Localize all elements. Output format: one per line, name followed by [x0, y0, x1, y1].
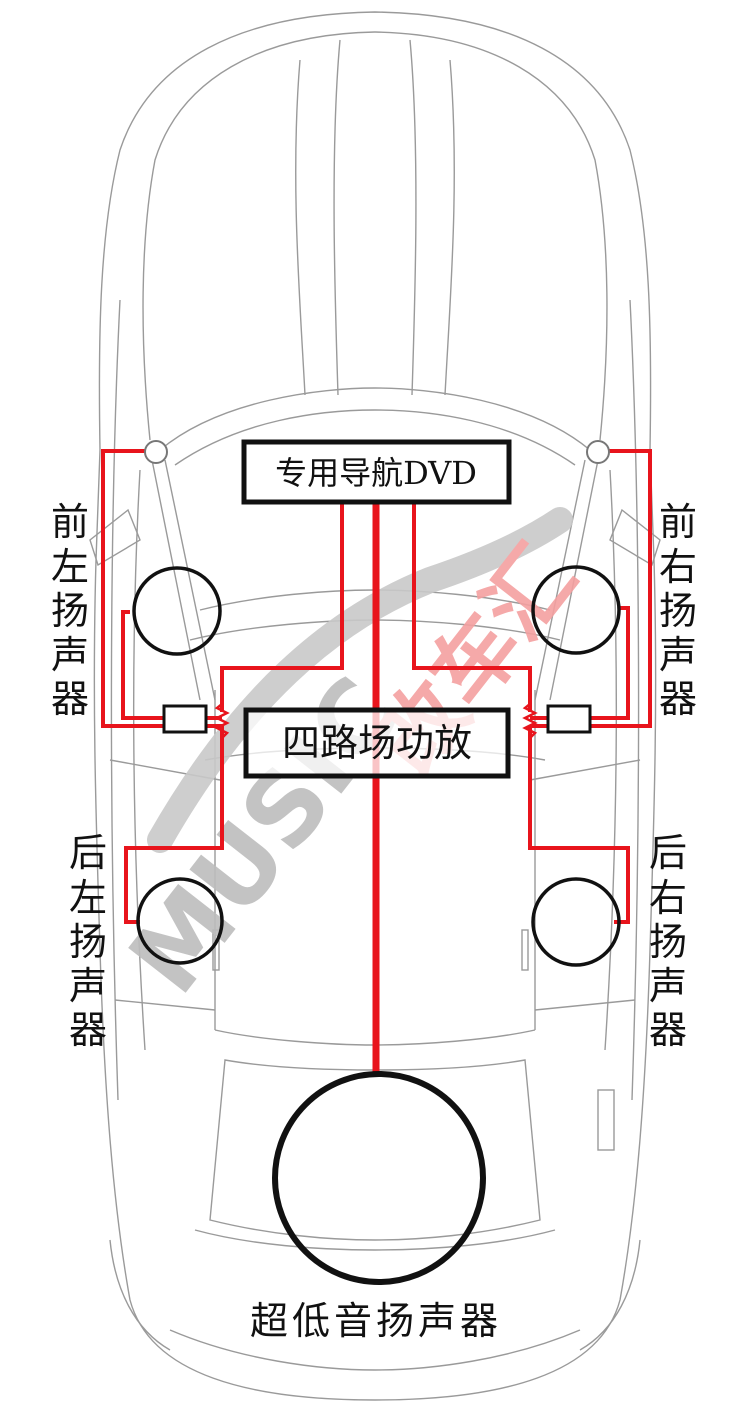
label-front-right: 前 右 扬 声 器: [659, 500, 697, 721]
label-front-left-char: 扬: [51, 589, 89, 633]
speaker-front-left: [132, 566, 222, 656]
label-front-right-char: 右: [659, 545, 697, 589]
zigzag-left: [214, 703, 230, 739]
label-rear-right-char: 后: [649, 831, 687, 875]
wiring: [101, 449, 652, 1074]
label-rear-right: 后 右 扬 声 器: [649, 831, 687, 1052]
label-front-right-char: 扬: [659, 589, 697, 633]
wire-head-to-amp-right: [412, 502, 532, 712]
label-rear-right-char: 扬: [649, 920, 687, 964]
wire-front-left-outer: [101, 449, 222, 728]
label-rear-left-char: 声: [69, 964, 107, 1008]
label-rear-left-char: 后: [69, 831, 107, 875]
crossover-left: [162, 704, 208, 734]
label-rear-left-char: 左: [69, 876, 107, 920]
speaker-rear-right: [531, 877, 621, 967]
speaker-front-right: [531, 565, 621, 655]
label-front-left-char: 前: [51, 500, 89, 544]
crossover-right: [546, 704, 592, 734]
amplifier-box: [243, 707, 511, 779]
label-rear-right-char: 右: [649, 876, 687, 920]
label-front-left-char: 声: [51, 633, 89, 677]
head-unit-box: [241, 439, 512, 505]
label-front-left-char: 左: [51, 545, 89, 589]
tweeter-right: [586, 440, 610, 464]
label-rear-left-char: 器: [69, 1008, 107, 1052]
watermark-swoosh: [147, 507, 573, 853]
zigzag-right: [522, 703, 538, 739]
label-front-right-char: 器: [659, 677, 697, 721]
subwoofer-speaker: [272, 1071, 486, 1285]
speaker-rear-left: [136, 877, 224, 965]
wire-head-to-amp-left: [220, 502, 344, 712]
wire-rear-right: [528, 726, 630, 924]
subwoofer-label: 超低音扬声器: [250, 1299, 502, 1343]
wire-rear-left: [124, 726, 224, 924]
label-front-right-char: 声: [659, 633, 697, 677]
tweeter-left: [144, 440, 168, 464]
head-unit-label: 专用导航DVD: [275, 454, 477, 492]
label-rear-right-char: 声: [649, 964, 687, 1008]
amplifier-label: 四路场功放: [282, 721, 472, 765]
label-rear-left-char: 扬: [69, 920, 107, 964]
label-rear-left: 后 左 扬 声 器: [69, 831, 107, 1052]
label-rear-right-char: 器: [649, 1008, 687, 1052]
label-front-left: 前 左 扬 声 器: [51, 500, 89, 721]
label-front-right-char: 前: [659, 500, 697, 544]
label-front-left-char: 器: [51, 677, 89, 721]
